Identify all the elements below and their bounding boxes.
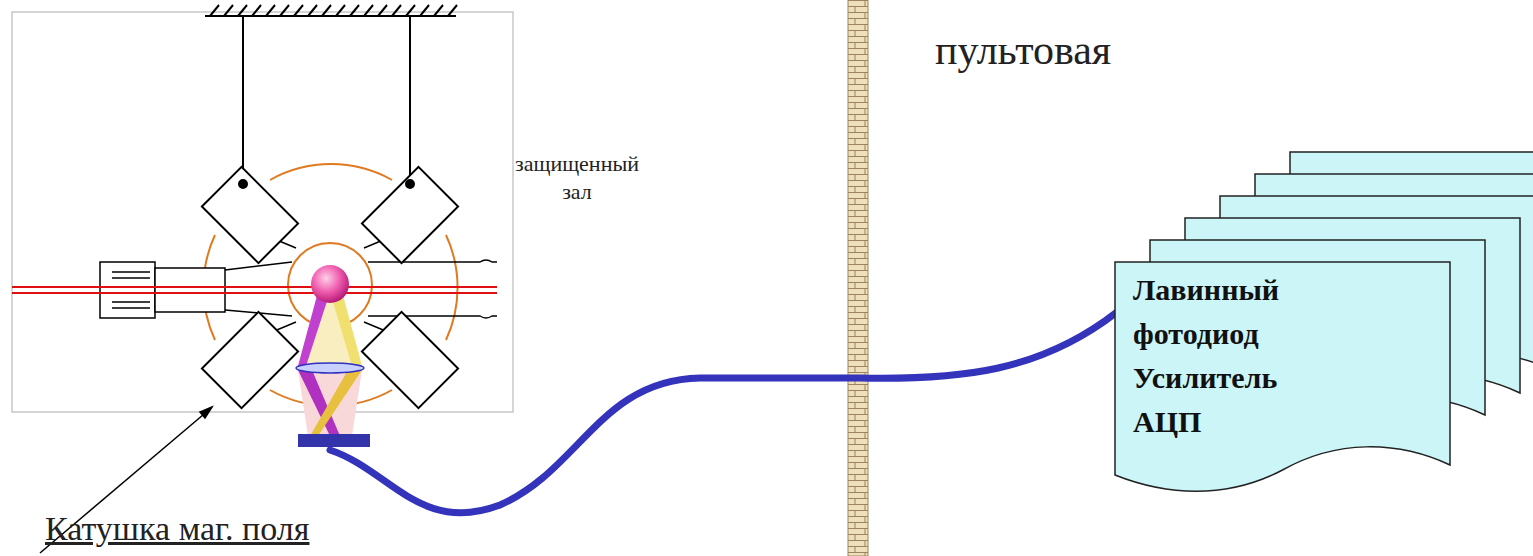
room-label: защищенный зал	[515, 150, 639, 205]
drawing-part	[310, 370, 362, 436]
suspension-rods	[243, 16, 410, 183]
brick-wall	[848, 0, 868, 556]
sheet-text: Лавинный фотодиод Усилитель АЦП	[1115, 262, 1297, 450]
drawing-part	[406, 180, 414, 188]
drawing-part	[270, 164, 392, 180]
lens	[296, 363, 364, 373]
drawing-part	[409, 16, 411, 183]
room-label: пультовая	[935, 24, 1111, 77]
drawing-part	[298, 292, 330, 366]
hatch-stroke	[252, 5, 261, 16]
detector-plate	[298, 434, 370, 447]
drawing-part	[100, 262, 155, 318]
laser-beam	[12, 287, 497, 293]
drawing-part	[330, 292, 362, 366]
hatch-stroke	[308, 5, 317, 16]
drawing-part	[210, 5, 457, 16]
drawing-part	[112, 272, 150, 308]
drawing-part	[239, 180, 247, 188]
drawing-part	[242, 16, 244, 183]
hatch-stroke	[336, 5, 345, 16]
drawing-part	[202, 167, 298, 263]
hatch-stroke	[210, 5, 219, 16]
hatch-stroke	[238, 5, 247, 16]
hatch-stroke	[266, 5, 275, 16]
hatch-stroke	[420, 5, 429, 16]
hatch-stroke	[392, 5, 401, 16]
drawing-part	[12, 292, 497, 294]
drawing-part	[200, 407, 212, 418]
hatch-stroke	[434, 5, 443, 16]
hatch-stroke	[350, 5, 359, 16]
hatch-stroke	[280, 5, 289, 16]
document-sheet: Лавинный фотодиод Усилитель АЦП	[1115, 262, 1450, 490]
fiber-cable	[330, 312, 1117, 513]
hatch-stroke	[378, 5, 387, 16]
drawing-part	[368, 260, 497, 318]
drawing-part	[202, 312, 298, 408]
hatch-stroke	[364, 5, 373, 16]
hatch-stroke	[294, 5, 303, 16]
drawing-part	[12, 286, 497, 288]
drawing-part	[298, 292, 362, 366]
drawing-part	[155, 268, 225, 312]
callout-label: Катушка маг. поля	[45, 508, 309, 551]
hall-panel	[12, 12, 513, 412]
ceiling	[205, 5, 457, 16]
plasma-sphere	[311, 265, 349, 303]
drawing-part	[362, 312, 458, 408]
injector-cylinder	[100, 262, 225, 318]
drawing-part	[225, 262, 292, 316]
hatch-stroke	[406, 5, 415, 16]
drawing-part	[298, 370, 362, 436]
hatch-stroke	[448, 5, 457, 16]
sheet-shape	[1115, 262, 1450, 491]
hatch-stroke	[224, 5, 233, 16]
hatch-stroke	[322, 5, 331, 16]
drawing-part	[362, 167, 458, 263]
